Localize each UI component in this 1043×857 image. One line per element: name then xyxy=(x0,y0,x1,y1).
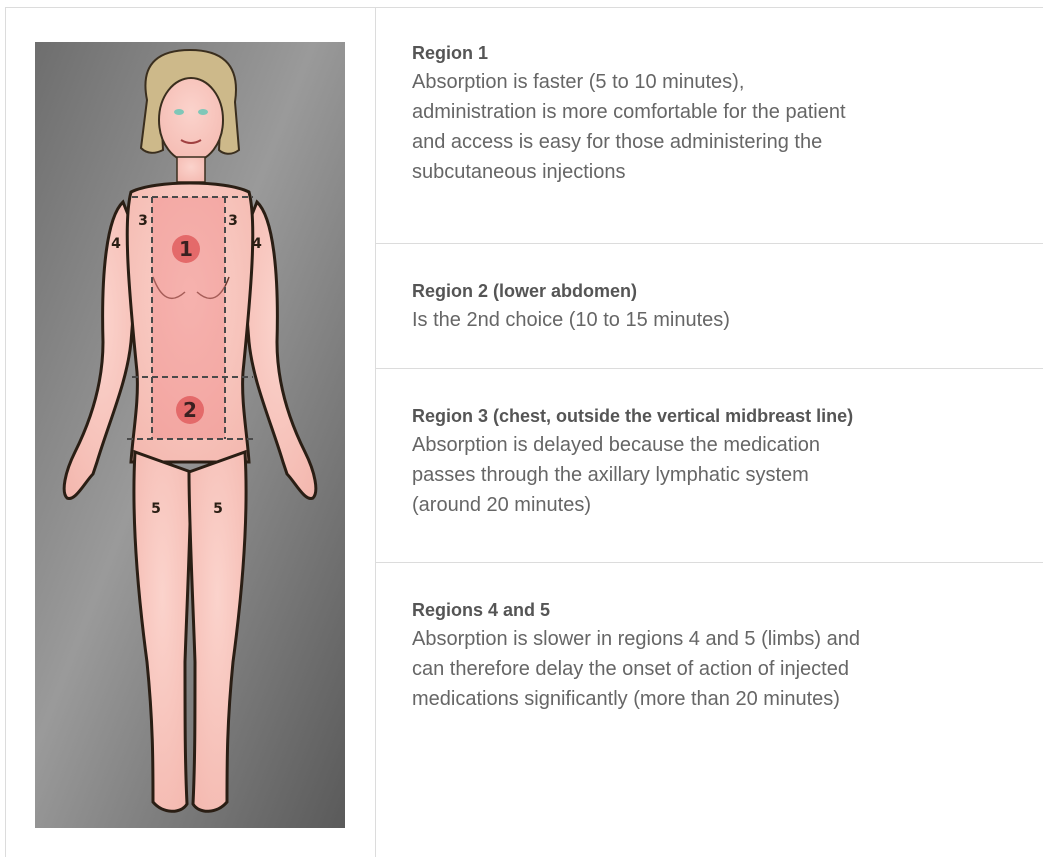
right-eye xyxy=(198,109,208,115)
region-3-text-line: Absorption is delayed because the medica… xyxy=(412,430,1043,460)
region-5-left-label: 5 xyxy=(151,501,161,517)
region-2-label: 2 xyxy=(183,398,197,422)
region-3-title: Region 3 (chest, outside the vertical mi… xyxy=(412,403,1043,430)
regions-4-5-text-line: Absorption is slower in regions 4 and 5 … xyxy=(412,624,1043,654)
region-2-text-line: Is the 2nd choice (10 to 15 minutes) xyxy=(412,305,1043,335)
region-1-text-line: subcutaneous injections xyxy=(412,157,1043,187)
region-1-title: Region 1 xyxy=(412,40,1043,67)
body-illustration: 1 2 3 3 4 4 5 5 xyxy=(35,42,345,828)
region-2-row: Region 2 (lower abdomen) Is the 2nd choi… xyxy=(376,244,1043,369)
regions-4-5-title: Regions 4 and 5 xyxy=(412,597,1043,624)
region-1-text-line: and access is easy for those administeri… xyxy=(412,127,1043,157)
region-1-zone xyxy=(152,197,225,377)
region-1-text-line: administration is more comfortable for t… xyxy=(412,97,1043,127)
region-3-row: Region 3 (chest, outside the vertical mi… xyxy=(376,369,1043,563)
region-2-title: Region 2 (lower abdomen) xyxy=(412,278,1043,305)
neck-shape xyxy=(177,157,205,182)
region-5-right-label: 5 xyxy=(213,501,223,517)
face-shape xyxy=(159,78,223,162)
body-injection-regions-illustration: 1 2 3 3 4 4 5 5 xyxy=(35,42,345,828)
region-3-text-line: (around 20 minutes) xyxy=(412,490,1043,520)
regions-4-5-text-line: medications significantly (more than 20 … xyxy=(412,684,1043,714)
region-1-label: 1 xyxy=(179,237,193,261)
region-4-right-label: 4 xyxy=(252,236,262,252)
region-3-left-label: 3 xyxy=(138,213,148,229)
region-3-right-label: 3 xyxy=(228,213,238,229)
regions-4-5-text-line: can therefore delay the onset of action … xyxy=(412,654,1043,684)
region-3-text-line: passes through the axillary lymphatic sy… xyxy=(412,460,1043,490)
left-eye xyxy=(174,109,184,115)
region-1-row: Region 1 Absorption is faster (5 to 10 m… xyxy=(376,7,1043,244)
regions-4-5-row: Regions 4 and 5 Absorption is slower in … xyxy=(376,563,1043,763)
region-1-text-line: Absorption is faster (5 to 10 minutes), xyxy=(412,67,1043,97)
region-4-left-label: 4 xyxy=(111,236,121,252)
